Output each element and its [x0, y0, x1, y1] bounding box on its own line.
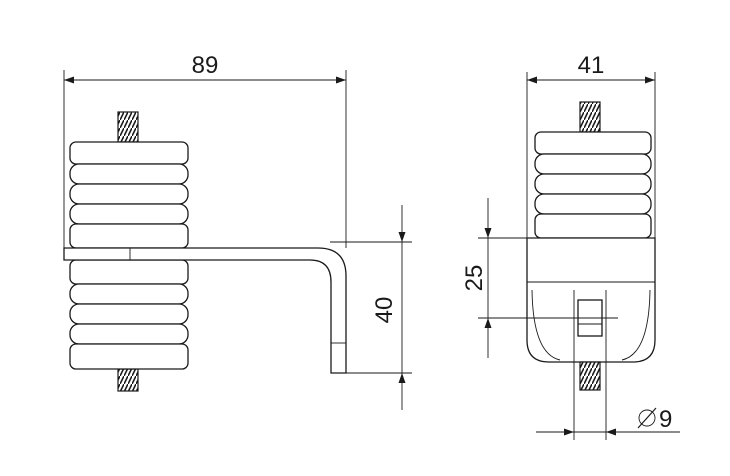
lower-rubber-mount [69, 259, 189, 370]
diameter-icon [637, 407, 657, 429]
bottom-thread [117, 368, 139, 392]
front-bottom-thread [579, 361, 601, 391]
dim-25-label: 25 [461, 265, 488, 292]
dim-41-label: 41 [578, 52, 605, 79]
front-top-thread [579, 101, 601, 133]
dim-40-label: 40 [371, 297, 398, 324]
upper-rubber-mount [69, 141, 189, 249]
front-rubber-mount [534, 131, 652, 239]
l-bracket [63, 247, 347, 374]
dim-9-label: 9 [659, 406, 672, 433]
dim-89-label: 89 [192, 52, 219, 79]
front-view: 41 25 9 [461, 52, 680, 440]
side-view: 89 40 [63, 52, 412, 410]
top-thread [117, 111, 139, 143]
